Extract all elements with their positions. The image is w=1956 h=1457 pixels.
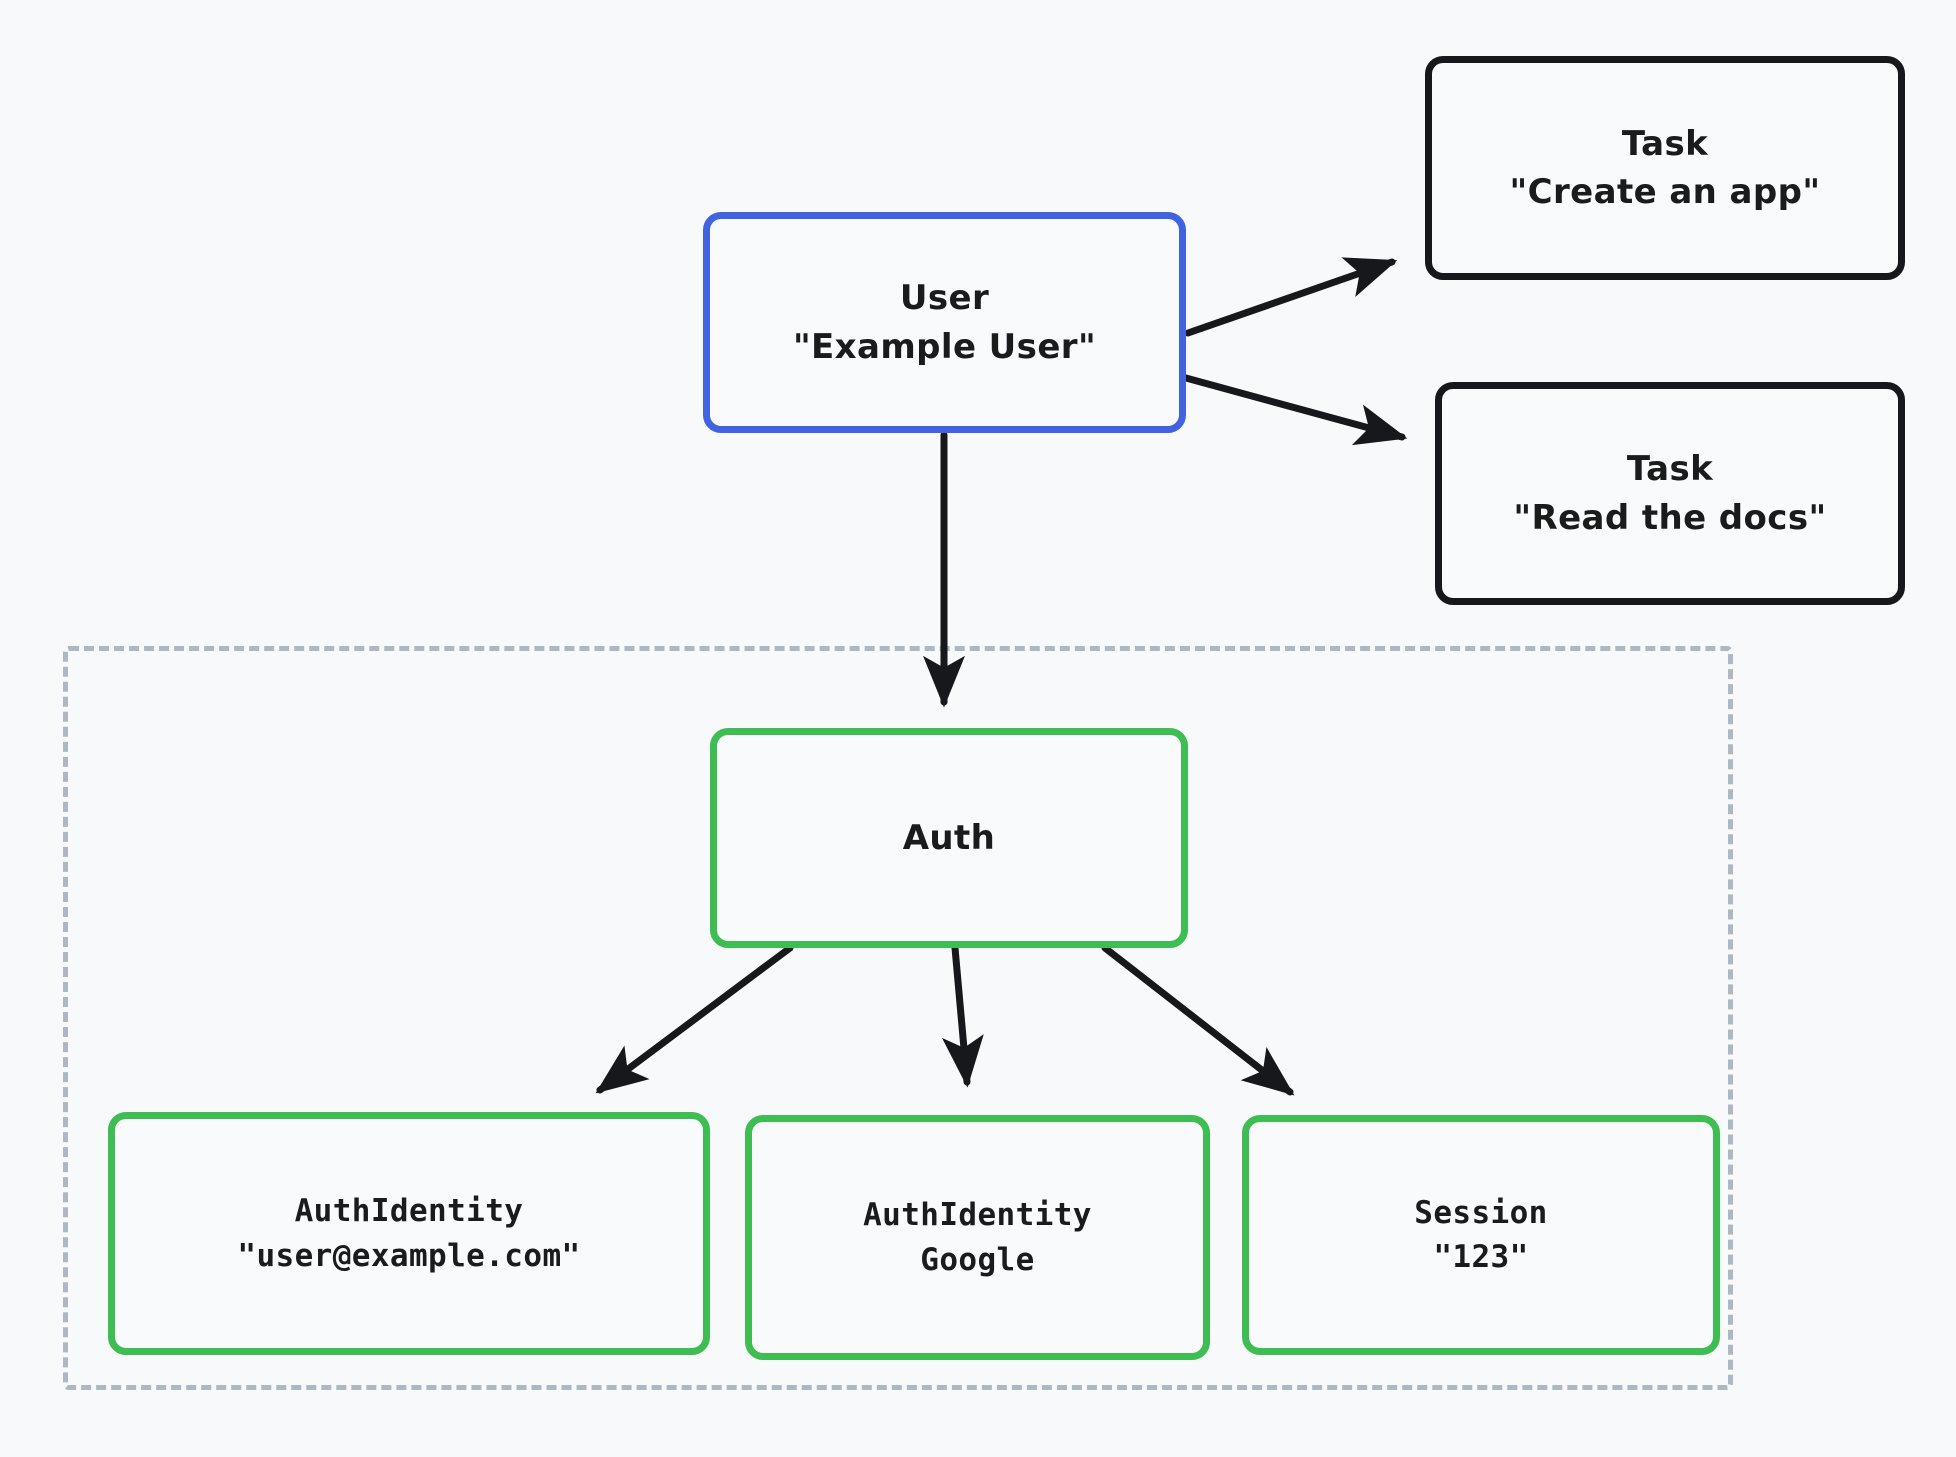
node-session-subtitle: "123" bbox=[1433, 1239, 1529, 1275]
node-auth[interactable]: Auth bbox=[710, 728, 1188, 948]
node-identity-google-title: AuthIdentity bbox=[863, 1197, 1092, 1234]
edge-user-to-task-1 bbox=[1184, 257, 1398, 337]
auth-group-frame bbox=[63, 646, 1733, 1390]
node-task-read-the-docs[interactable]: Task "Read the docs" bbox=[1435, 382, 1905, 605]
node-identity-google-subtitle: Google bbox=[920, 1241, 1035, 1278]
node-auth-title: Auth bbox=[902, 817, 996, 858]
node-identity-email-subtitle: "user@example.com" bbox=[237, 1237, 581, 1274]
edge-user-to-task-2 bbox=[1182, 374, 1408, 446]
node-session[interactable]: Session "123" bbox=[1242, 1115, 1720, 1355]
node-task-create-an-app[interactable]: Task "Create an app" bbox=[1425, 56, 1905, 280]
node-user-title: User bbox=[899, 278, 990, 319]
node-authidentity-email[interactable]: AuthIdentity "user@example.com" bbox=[108, 1112, 710, 1355]
node-authidentity-google[interactable]: AuthIdentity Google bbox=[745, 1115, 1210, 1360]
node-identity-email-title: AuthIdentity bbox=[294, 1193, 524, 1230]
node-user-subtitle: "Example User" bbox=[792, 326, 1097, 367]
node-task-2-subtitle: "Read the docs" bbox=[1513, 497, 1827, 538]
node-user[interactable]: User "Example User" bbox=[703, 212, 1186, 433]
node-task-1-title: Task bbox=[1621, 123, 1709, 164]
node-task-1-subtitle: "Create an app" bbox=[1509, 172, 1821, 212]
node-session-title: Session bbox=[1414, 1194, 1548, 1231]
node-task-2-title: Task bbox=[1626, 449, 1714, 490]
